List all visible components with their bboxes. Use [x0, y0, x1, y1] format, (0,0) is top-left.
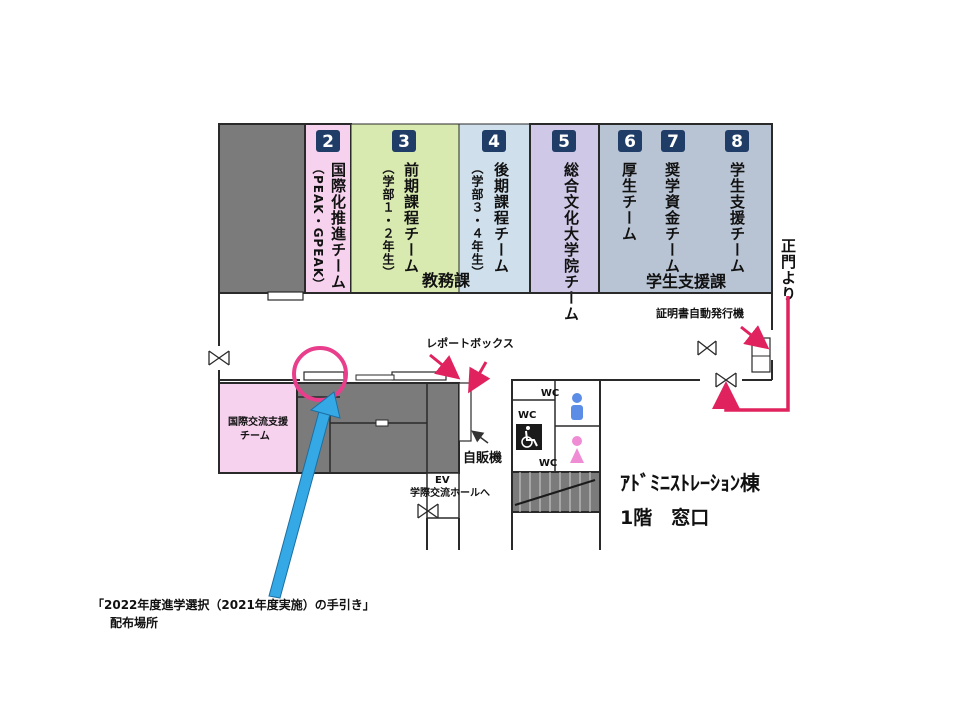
- vending-label: 自販機: [463, 450, 502, 466]
- wc-main-label: WC: [541, 388, 559, 399]
- distribution-caption-1: 「2022年度進学選択（2021年度実施）の手引き」: [92, 597, 375, 612]
- wheelchair-icon: [516, 424, 542, 450]
- counter-badges: 2 3 4 5 6 7 8: [316, 130, 749, 152]
- counter-2-name: 国際化推進チーム: [329, 162, 347, 290]
- certificate-machine-label: 証明書自動発行機: [656, 306, 744, 320]
- section-academic-affairs: 教務課: [422, 271, 471, 290]
- counter-names: 国際化推進チーム （PEAK・GPEAK） 前期課程チーム （学部１・２年生） …: [311, 161, 746, 322]
- counter-5-name: 総合文化大学院チーム: [562, 161, 580, 322]
- top-door-gap: [267, 291, 304, 301]
- badge-2-number: 2: [322, 132, 334, 152]
- stairs: [511, 471, 601, 550]
- badge-3: [392, 130, 416, 152]
- counter-7-name: 奨学資金チーム: [663, 161, 681, 274]
- male-person-icon: [571, 393, 583, 420]
- report-box-label: レポートボックス: [426, 336, 514, 350]
- badge-6-number: 6: [624, 132, 636, 152]
- room-intl-exchange: [218, 382, 298, 474]
- badge-3-number: 3: [398, 132, 410, 152]
- badge-6: [618, 130, 642, 152]
- counter-6-name: 厚生チーム: [620, 162, 638, 242]
- intl-exchange-label-1: 国際交流支援: [228, 415, 289, 428]
- vending-machine: [458, 382, 472, 442]
- badge-2: [316, 130, 340, 152]
- wc-bottom-label: WC: [539, 458, 557, 469]
- door-icon: [208, 340, 737, 519]
- room-early-course: [350, 123, 460, 294]
- intl-exchange-label-2: チーム: [240, 430, 270, 442]
- distribution-caption-2: 配布場所: [110, 615, 158, 630]
- badge-7: [661, 130, 685, 152]
- counter-3-name: 前期課程チーム: [402, 161, 420, 274]
- elevator: [426, 472, 460, 519]
- badge-4: [482, 130, 506, 152]
- room-student-support: [598, 123, 773, 294]
- room-late-course: [458, 123, 531, 294]
- ev-label: EV: [435, 475, 450, 486]
- report-box: [391, 371, 447, 381]
- room-intl-promotion: [304, 123, 352, 294]
- counter-4-name: 後期課程チーム: [492, 161, 510, 274]
- wc-block: WC WC WC: [511, 379, 601, 473]
- from-main-gate-label: 正門より: [779, 238, 797, 302]
- floor-title: 1階 窓口: [620, 506, 709, 529]
- counter-3-sub: （学部１・２年生）: [381, 162, 395, 279]
- female-person-icon: [570, 436, 584, 463]
- to-hall-label: 学際交流ホールへ: [410, 486, 490, 499]
- badge-7-number: 7: [667, 132, 679, 152]
- counter-shelf: [303, 371, 345, 381]
- counter-8-name: 学生支援チーム: [728, 161, 746, 274]
- section-student-support: 学生支援課: [646, 272, 727, 291]
- storage-gray-room: [218, 123, 306, 294]
- badge-4-number: 4: [488, 132, 500, 152]
- distribution-highlight-circle: [292, 346, 348, 402]
- certificate-machine: [751, 337, 771, 373]
- badge-5: [552, 130, 576, 152]
- badge-8-number: 8: [731, 132, 743, 152]
- distribution-arrow: [268, 391, 341, 599]
- wc-accessible-label: WC: [518, 410, 536, 421]
- main-gate-route: [712, 296, 790, 412]
- building-title: ｱﾄﾞﾐﾆｽﾄﾚｰｼｮﾝ棟: [620, 471, 761, 495]
- badge-5-number: 5: [558, 132, 570, 152]
- counter-2-sub: （PEAK・GPEAK）: [311, 162, 325, 291]
- counter-4-sub: （学部３・４年生）: [470, 162, 484, 279]
- badge-8: [725, 130, 749, 152]
- top-rooms: [218, 123, 773, 294]
